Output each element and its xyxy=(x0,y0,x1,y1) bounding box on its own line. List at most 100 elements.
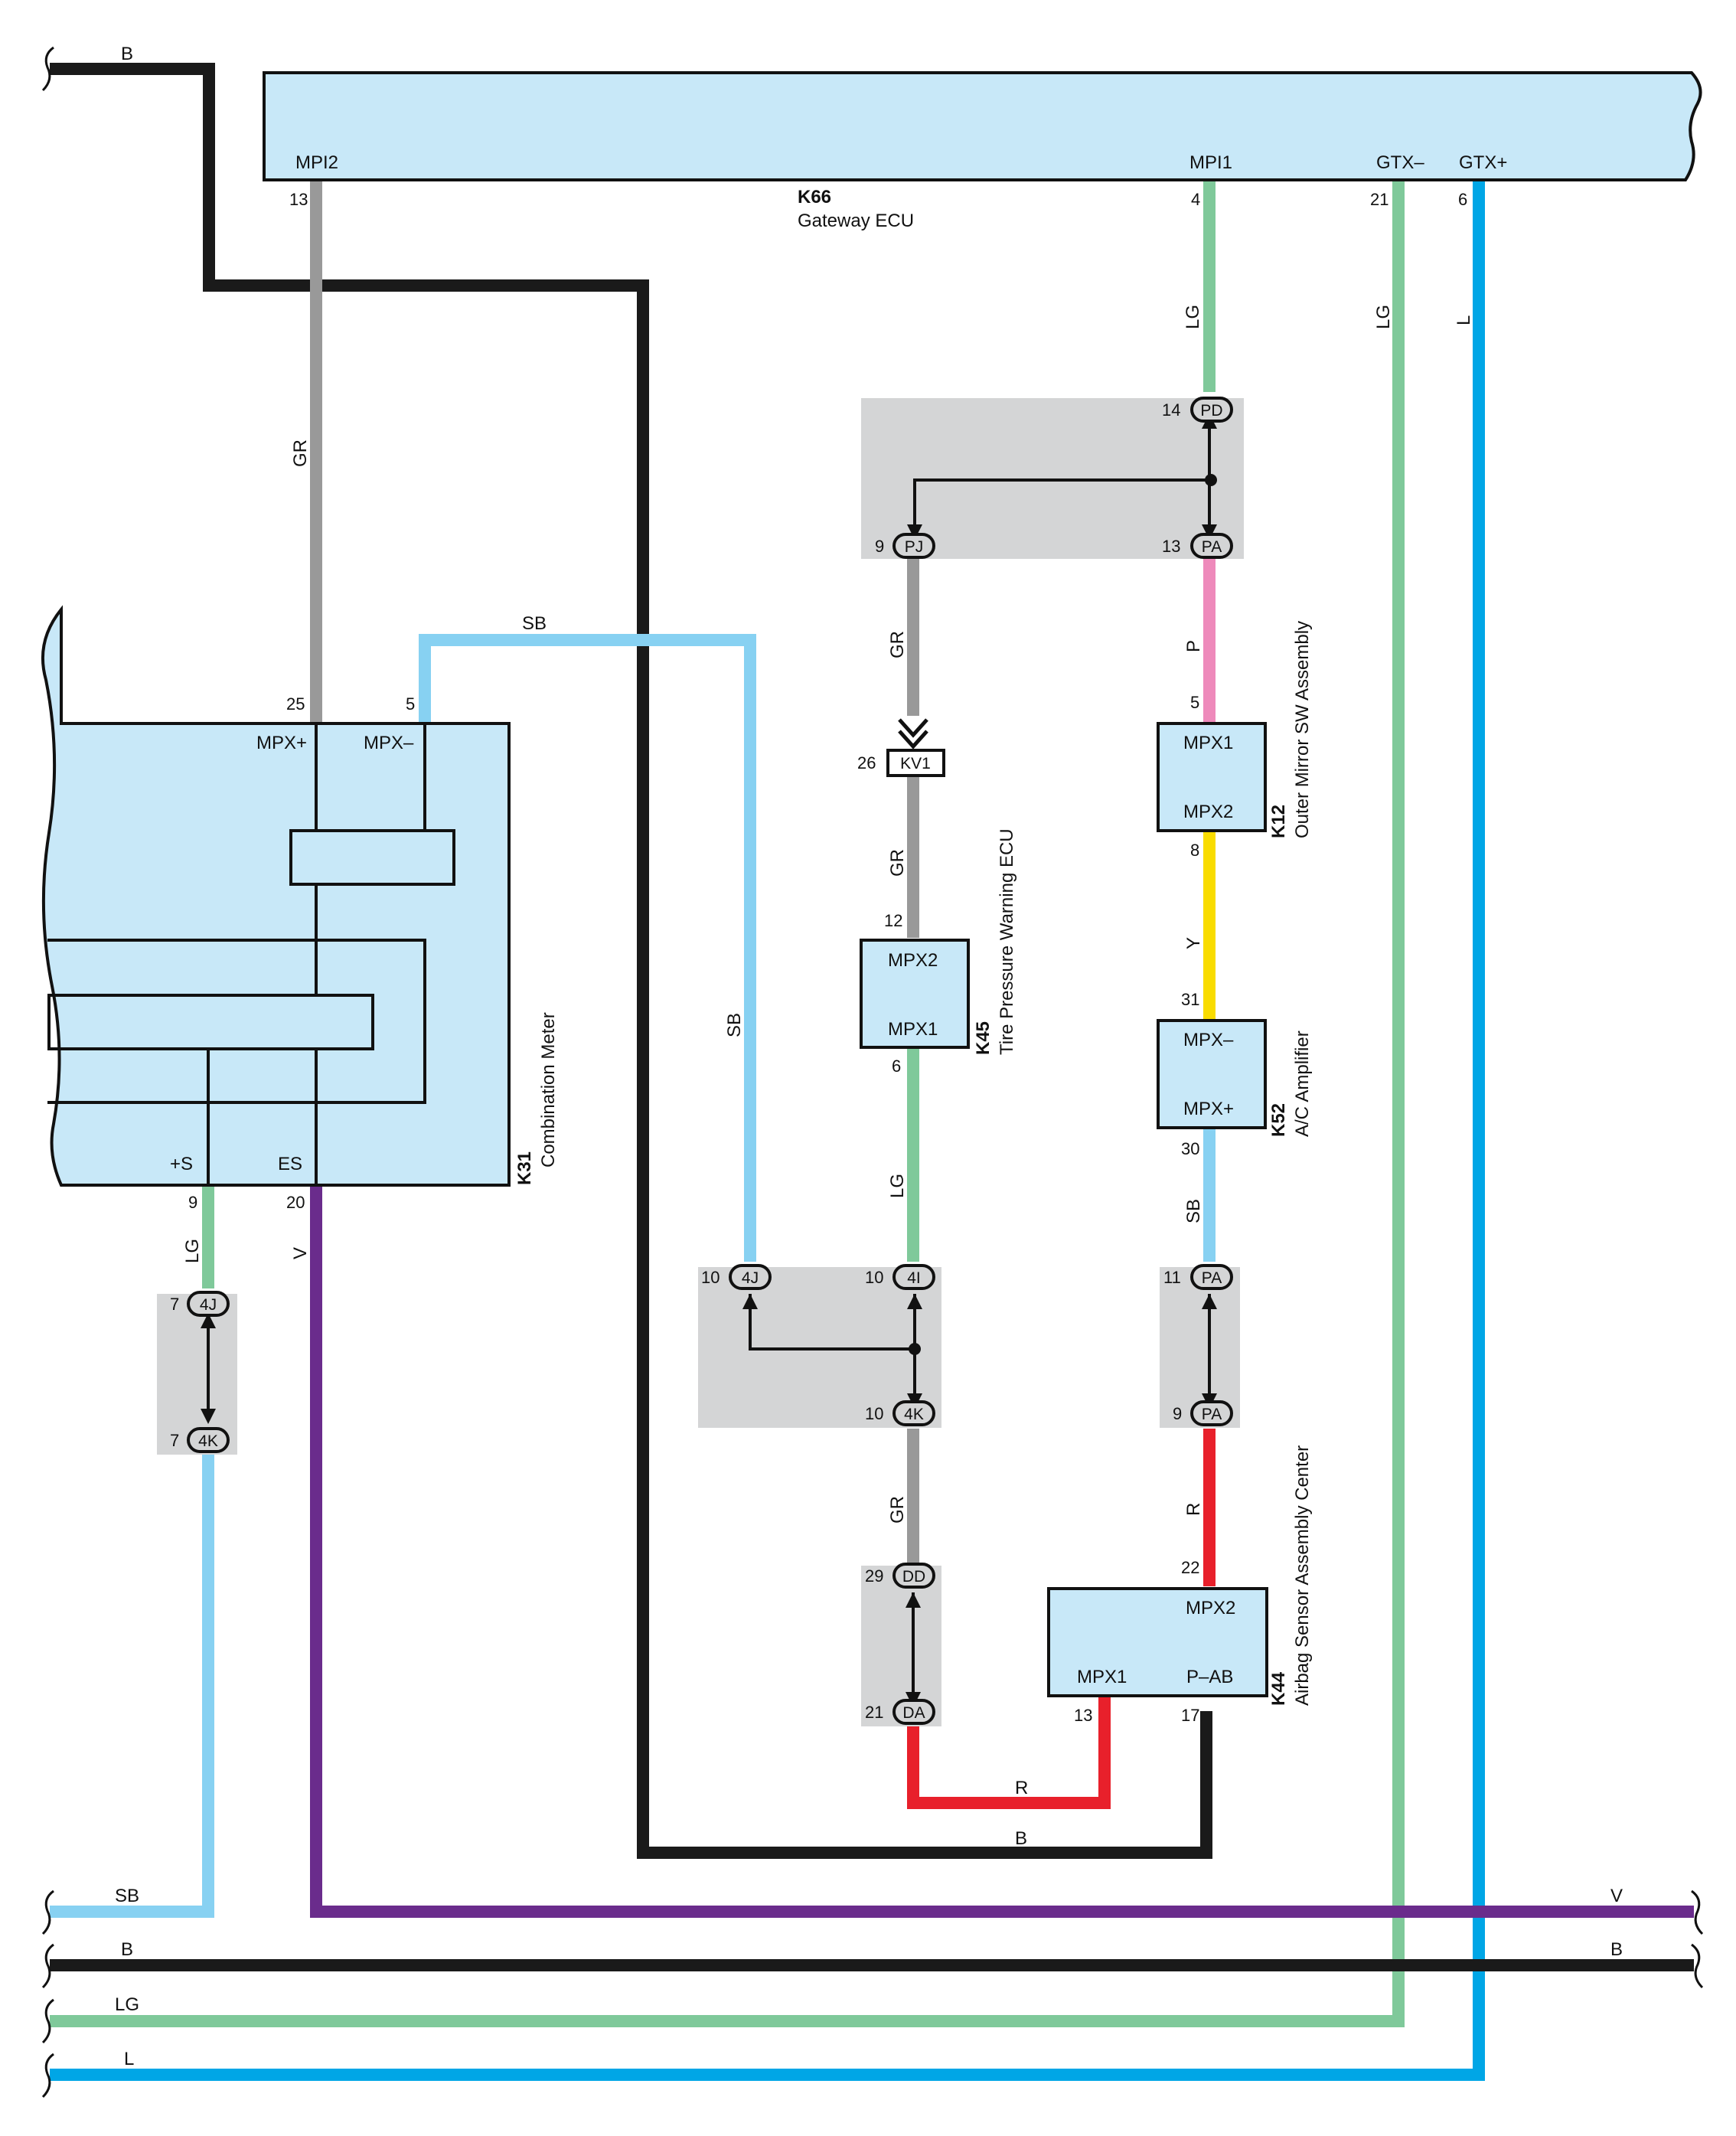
k45-name: Tire Pressure Warning ECU xyxy=(997,828,1017,1055)
k31-pin-es: ES xyxy=(278,1154,302,1174)
k31-pin-mpx-minus: MPX– xyxy=(364,733,414,753)
wire-sb-4k xyxy=(50,1447,214,1918)
arrow-up-icon xyxy=(201,1313,216,1328)
component-k52-box xyxy=(1157,1019,1267,1129)
k44-pin-mpx2: MPX2 xyxy=(1186,1598,1235,1618)
svg-text:PA: PA xyxy=(1202,538,1222,556)
k31-name: Combination Meter xyxy=(538,1012,559,1168)
k66-pin-number: 21 xyxy=(1370,190,1388,209)
k12-pin-mpx2: MPX2 xyxy=(1183,802,1233,822)
wire-label: LG xyxy=(887,1174,908,1198)
k66-pin-mpi1: MPI1 xyxy=(1189,152,1232,173)
svg-text:4K: 4K xyxy=(904,1406,924,1423)
k12-id: K12 xyxy=(1268,805,1289,838)
arrow-up-icon xyxy=(1202,1294,1217,1309)
k44-pin-p-ab: P–AB xyxy=(1186,1667,1233,1687)
wire-v-k31 xyxy=(310,1185,1694,1918)
svg-text:PA: PA xyxy=(1202,1406,1222,1423)
k12-pin-mpx1: MPX1 xyxy=(1183,733,1233,753)
connector-pj: PJ xyxy=(892,533,935,559)
connector-4i: 4I xyxy=(892,1264,935,1290)
k31-internal-line xyxy=(47,939,426,1104)
wire-label: LG xyxy=(182,1239,203,1263)
k66-pin-gtx-plus: GTX+ xyxy=(1459,152,1507,173)
wire-break-mark xyxy=(41,2053,54,2098)
connector-4k-left: 4K xyxy=(187,1427,230,1453)
k66-pin-number: 4 xyxy=(1191,190,1200,209)
svg-text:PD: PD xyxy=(1200,402,1222,420)
wire-break-mark xyxy=(41,1998,54,2044)
wire-label: GR xyxy=(887,1496,908,1524)
k66-pin-number: 13 xyxy=(289,190,308,209)
k52-pin-mpx-plus: MPX+ xyxy=(1183,1099,1234,1119)
k44-id: K44 xyxy=(1268,1671,1289,1706)
connector-pin-number: 21 xyxy=(865,1703,883,1722)
wire-label: L xyxy=(1454,315,1474,325)
connector-pd: PD xyxy=(1190,397,1233,423)
connector-4j-left: 4J xyxy=(187,1291,230,1317)
connector-pa-mid-top: PA xyxy=(1190,1264,1233,1290)
k45-pin-mpx2: MPX2 xyxy=(888,950,938,971)
connector-kv1-box xyxy=(886,749,945,777)
wire-lg-gtx xyxy=(50,180,1405,2027)
wire-break-mark xyxy=(41,46,54,92)
wire-label: SB xyxy=(522,613,547,634)
wire-label: R xyxy=(1183,1503,1204,1516)
wire-label: B xyxy=(121,1939,133,1960)
wire-label: LG xyxy=(115,1994,139,2015)
k52-pin-number: 30 xyxy=(1181,1139,1199,1158)
wire-break-mark xyxy=(41,1943,54,1989)
connector-kv1-label: KV1 xyxy=(900,755,931,772)
connector-dd: DD xyxy=(892,1563,935,1589)
wire-label: LG xyxy=(1373,305,1394,329)
component-k45-box xyxy=(860,939,970,1049)
connector-pin-number: 14 xyxy=(1162,400,1180,420)
connector-pa-mid-bot: PA xyxy=(1190,1400,1233,1426)
arrow-up-icon xyxy=(907,1294,922,1309)
connector-da: DA xyxy=(892,1699,935,1725)
connector-pin-number: 9 xyxy=(875,537,884,556)
component-k44-box xyxy=(1047,1587,1268,1697)
k31-pin-s-plus: +S xyxy=(170,1154,193,1174)
wire-label: R xyxy=(1015,1778,1028,1798)
wire-label: P xyxy=(1183,640,1204,652)
k31-pin-mpx-plus: MPX+ xyxy=(256,733,307,753)
k31-pin-number: 5 xyxy=(406,694,415,714)
component-k66-box xyxy=(263,71,1702,181)
connector-pa-top: PA xyxy=(1190,533,1233,559)
wire-label: SB xyxy=(724,1013,745,1037)
splice-dot xyxy=(909,1343,921,1355)
wire-label: GR xyxy=(887,631,908,658)
k66-pin-gtx-minus: GTX– xyxy=(1376,152,1424,173)
wire-b-top xyxy=(50,63,1212,1859)
k45-pin-number: 6 xyxy=(892,1057,901,1076)
svg-text:PA: PA xyxy=(1202,1269,1222,1287)
connector-pin-number: 11 xyxy=(1163,1268,1181,1287)
wire-break-mark xyxy=(1691,1943,1704,1989)
k31-pin-number: 20 xyxy=(286,1193,305,1212)
wire-label: GR xyxy=(290,439,311,467)
arrow-down-icon xyxy=(1202,524,1217,540)
wire-r-da xyxy=(907,1696,1111,1809)
connector-4j-mid: 4J xyxy=(729,1264,772,1290)
svg-text:DD: DD xyxy=(902,1568,925,1586)
wire-label: B xyxy=(121,44,133,64)
wire-sb-mpx-minus xyxy=(419,634,756,1262)
k66-pin-number: 6 xyxy=(1458,190,1467,209)
wire-break-mark xyxy=(1691,1889,1704,1935)
svg-text:DA: DA xyxy=(902,1704,925,1722)
arrow-up-icon xyxy=(742,1294,758,1309)
wire-label: L xyxy=(124,2049,134,2069)
svg-text:4I: 4I xyxy=(907,1269,921,1287)
k45-pin-number: 12 xyxy=(884,911,902,930)
wire-break-mark xyxy=(41,1889,54,1935)
connector-pin-number: 7 xyxy=(170,1431,179,1450)
wire-label: V xyxy=(290,1247,311,1259)
arrow-down-icon xyxy=(201,1409,216,1424)
k31-internal-block xyxy=(289,829,455,886)
component-k12-box xyxy=(1157,722,1267,832)
k66-pin-mpi2: MPI2 xyxy=(295,152,338,173)
k31-pin-number: 25 xyxy=(286,694,305,714)
connector-4k-mid: 4K xyxy=(892,1400,935,1426)
svg-text:4J: 4J xyxy=(742,1269,759,1287)
